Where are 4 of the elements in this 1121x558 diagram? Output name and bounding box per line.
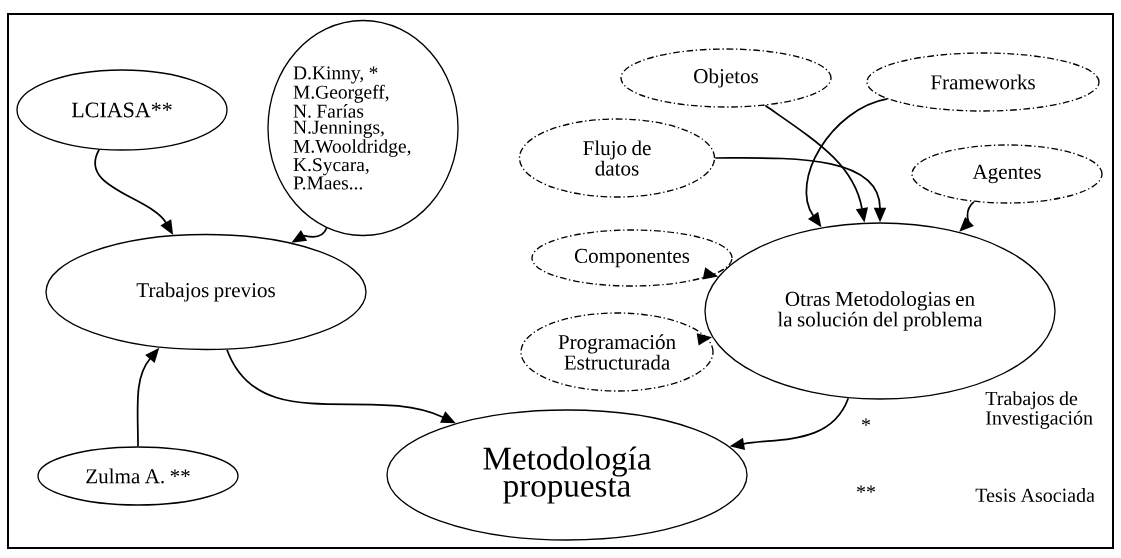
note-text: Tesis Asociada bbox=[975, 488, 1095, 503]
arrow bbox=[959, 200, 975, 232]
asterisk-mark: * bbox=[862, 418, 871, 426]
asterisk-mark: ** bbox=[857, 485, 876, 493]
